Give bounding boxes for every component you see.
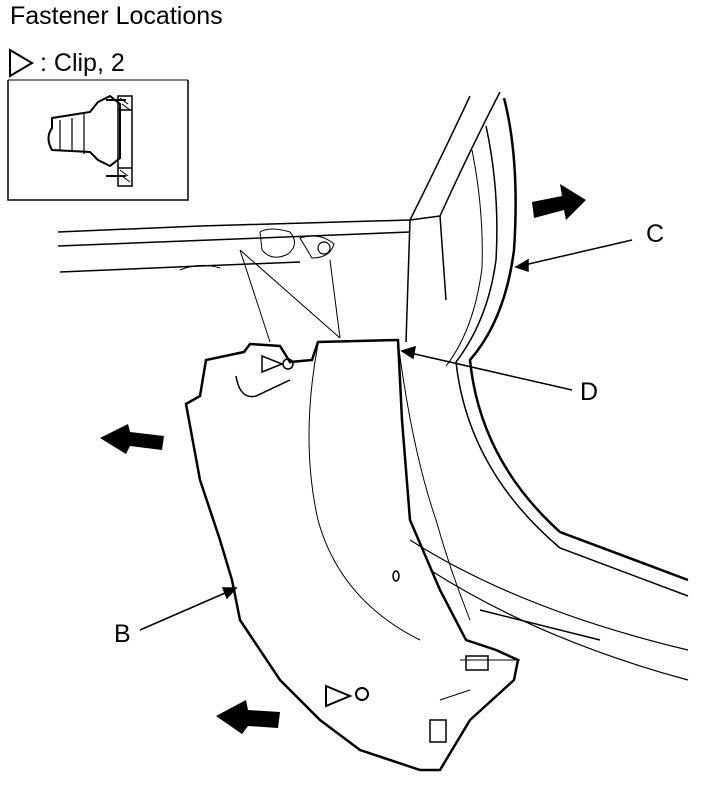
diagram-title: Fastener Locations [10,2,223,30]
pillar-trim-panel [184,249,520,772]
clip-marker-lower [325,684,369,708]
legend-text: : Clip, 2 [40,48,125,77]
leader-lines [139,239,633,631]
clip-detail-inset [7,79,189,201]
legend: : Clip, 2 [8,48,125,78]
body-structure [57,91,689,681]
arrow-upper-right-icon [532,184,586,220]
label-c: C [646,220,665,248]
label-b: B [114,620,131,648]
arrow-left-icon [100,424,164,454]
clip-triangle-icon [9,48,34,78]
arrow-lower-left-icon [216,700,280,734]
removal-arrows [100,184,586,734]
label-d: D [580,378,599,406]
